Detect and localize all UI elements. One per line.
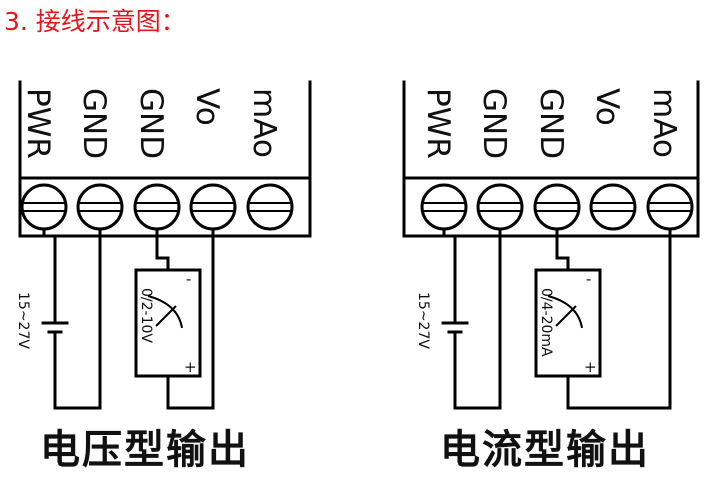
supply-wire-top [42,227,57,325]
meter-scale-arc [547,295,583,329]
screw-terminal-3 [133,183,181,231]
terminal-label-pwr: PWR [420,88,456,159]
meter-wire-positive [166,227,215,410]
meter-wire-negative [555,227,570,272]
screw-terminal-5 [646,183,694,231]
supply-wire-bottom [453,227,502,410]
terminal-label-gnd: GND [533,88,569,159]
meter-wire-positive [566,227,672,410]
meter-box [134,268,202,378]
meter-plus-sign: + [584,358,597,376]
terminal-label-mao: mAo [246,88,282,158]
page-title: 3. 接线示意图： [4,7,186,36]
terminal-label-vo: Vo [589,88,625,126]
current-output-caption: 电流型输出 [440,427,650,473]
screw-terminal-4 [189,183,237,231]
screw-terminal-2 [476,183,524,231]
screw-terminal-4 [589,183,637,231]
meter-box [534,268,602,378]
terminal-label-pwr: PWR [20,88,56,159]
voltage-output-caption: 电压型输出 [40,427,250,473]
meter-range-label: 0/2-10V [138,288,154,343]
terminal-label-mao: mAo [646,88,682,158]
supply-wire-top [442,227,457,325]
screw-terminal-3 [533,183,581,231]
screw-terminal-1 [20,183,68,231]
supply-voltage-label: 15~27V [15,292,31,349]
meter-wire-negative [155,227,170,272]
meter-scale-arc [147,295,183,329]
supply-voltage-label: 15~27V [415,292,431,349]
terminal-label-gnd: GND [76,88,112,159]
meter-range-label: 0/4-20mA [538,288,554,357]
screw-terminal-1 [420,183,468,231]
meter-plus-sign: + [184,358,197,376]
supply-wire-bottom [53,227,102,410]
terminal-label-gnd: GND [476,88,512,159]
meter-minus-sign: - [186,270,191,288]
screw-terminal-2 [76,183,124,231]
terminal-label-gnd: GND [133,88,169,159]
meter-minus-sign: - [586,270,591,288]
meter-needle [555,305,577,327]
meter-needle [155,305,177,327]
screw-terminal-5 [246,183,294,231]
terminal-label-vo: Vo [189,88,225,126]
